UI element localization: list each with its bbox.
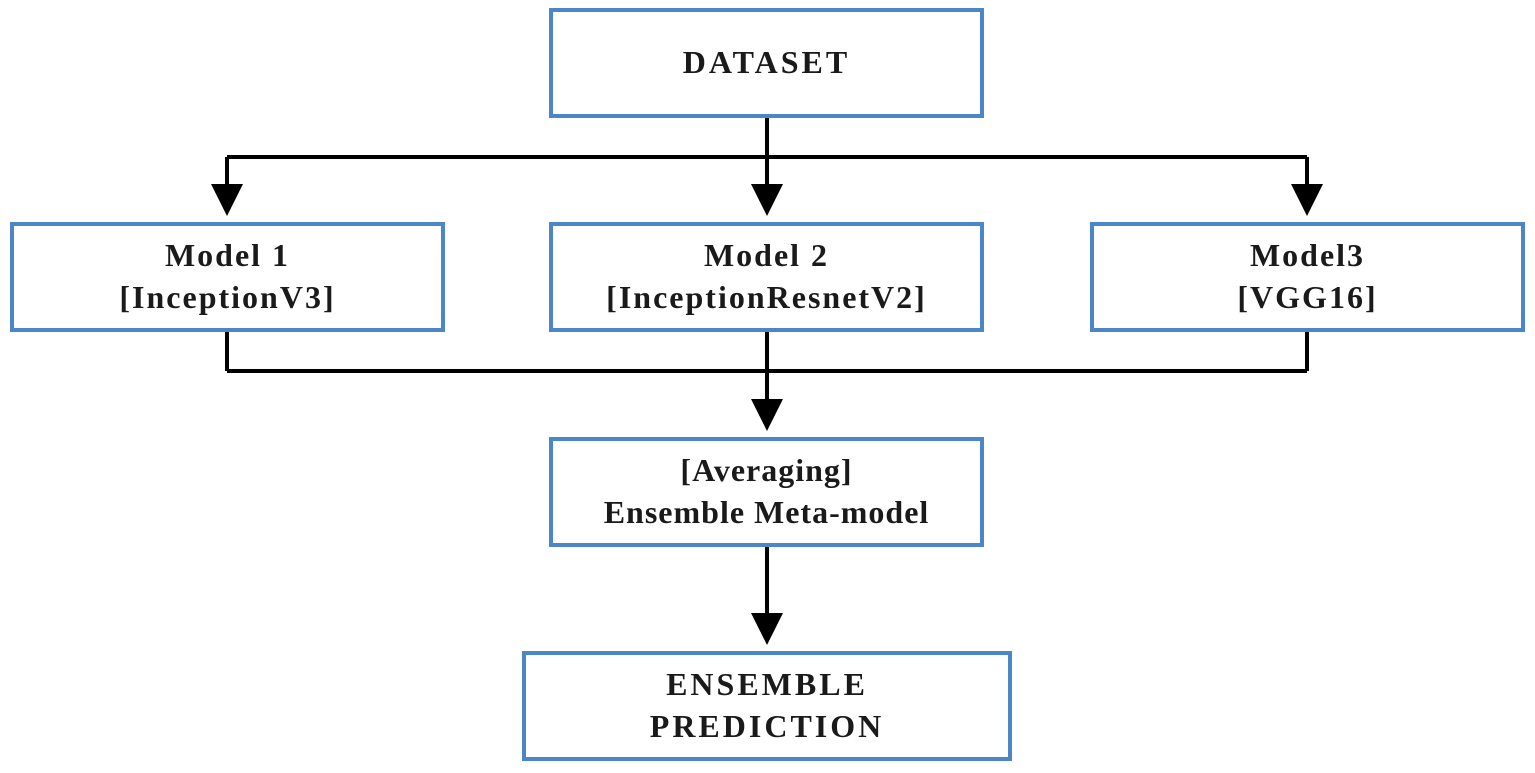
model1-architecture: [InceptionV3]	[119, 279, 336, 315]
output-line-1: ENSEMBLE	[666, 666, 868, 703]
averaging-title: Ensemble Meta-model	[603, 494, 930, 530]
model2-architecture: [InceptionResnetV2]	[606, 279, 927, 315]
averaging-meta-model-node: [Averaging] Ensemble Meta-model	[549, 437, 984, 547]
output-line-2: PREDICTION	[649, 708, 885, 744]
dataset-label: DATASET	[682, 44, 851, 81]
model3-title: Model3	[1249, 237, 1366, 274]
dataset-node: DATASET	[549, 8, 984, 118]
model2-title: Model 2	[703, 237, 830, 274]
model3-node: Model3 [VGG16]	[1090, 222, 1525, 332]
model2-node: Model 2 [InceptionResnetV2]	[549, 222, 984, 332]
model1-node: Model 1 [InceptionV3]	[10, 222, 445, 332]
model1-title: Model 1	[164, 237, 291, 274]
averaging-method: [Averaging]	[680, 452, 853, 489]
model3-architecture: [VGG16]	[1237, 279, 1378, 315]
ensemble-prediction-node: ENSEMBLE PREDICTION	[522, 651, 1012, 761]
